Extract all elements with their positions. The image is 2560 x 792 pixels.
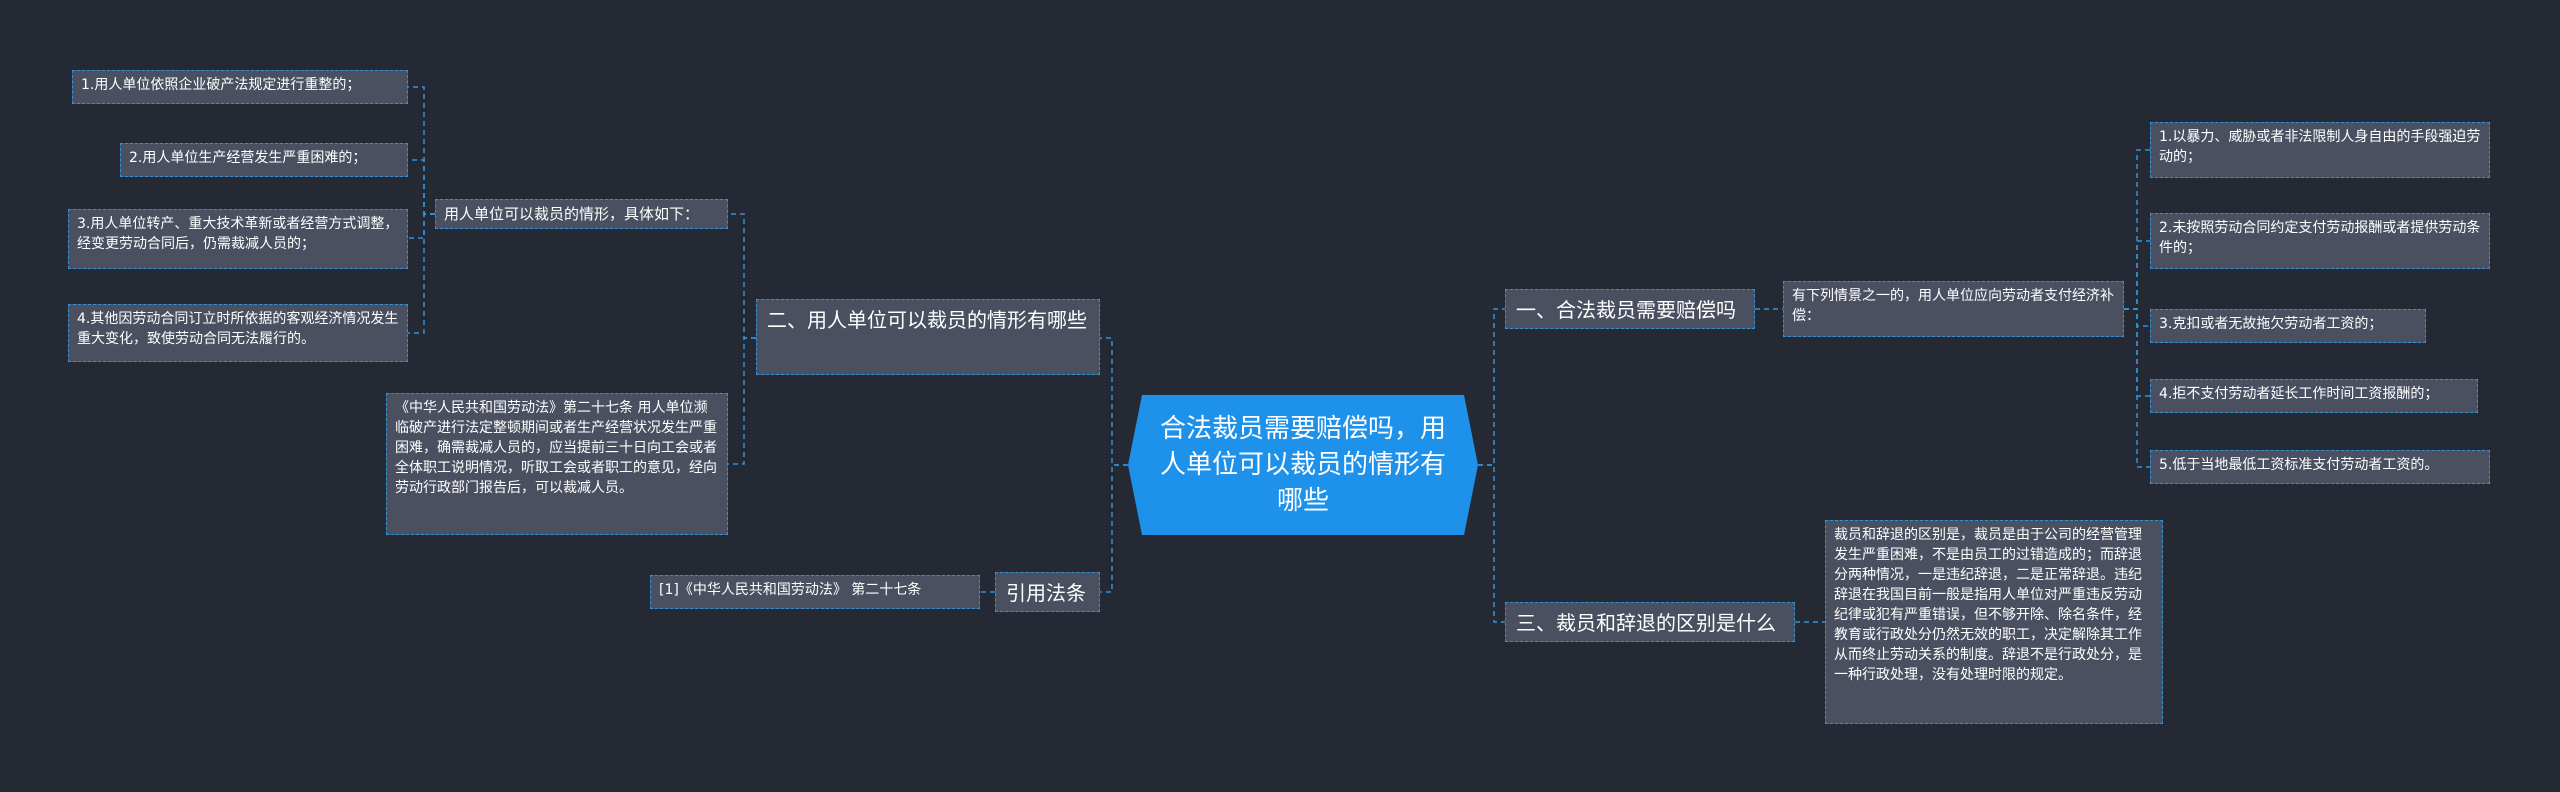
- branch-3-topic[interactable]: 三、裁员和辞退的区别是什么: [1505, 602, 1795, 642]
- branch-1-item-4[interactable]: 4.拒不支付劳动者延长工作时间工资报酬的；: [2150, 379, 2478, 413]
- root-topic-text: 合法裁员需要赔偿吗，用人单位可以裁员的情形有哪些: [1159, 414, 1446, 516]
- branch-2-law-content: 《中华人民共和国劳动法》第二十七条 用人单位濒临破产进行法定整顿期间或者生产经营…: [395, 400, 717, 496]
- branch-2-item-3[interactable]: 3.用人单位转产、重大技术革新或者经营方式调整，经变更劳动合同后，仍需裁减人员的…: [68, 209, 408, 269]
- branch-2-item-4-text: 4.其他因劳动合同订立时所依据的客观经济情况发生重大变化，致使劳动合同无法履行的…: [77, 311, 399, 347]
- branch-2-item-2[interactable]: 2.用人单位生产经营发生严重困难的；: [120, 143, 408, 177]
- link-sub-item1: [408, 86, 435, 215]
- link-sub-item2: [408, 159, 435, 215]
- branch-2-item-3-text: 3.用人单位转产、重大技术革新或者经营方式调整，经变更劳动合同后，仍需裁减人员的…: [77, 216, 399, 252]
- citation-item-1[interactable]: [1]《中华人民共和国劳动法》 第二十七条: [650, 575, 980, 609]
- branch-2-subtopic-text: 用人单位可以裁员的情形，具体如下：: [444, 205, 700, 223]
- branch-1-subtopic-text: 有下列情景之一的，用人单位应向劳动者支付经济补偿：: [1792, 288, 2114, 324]
- branch-1-item-3-text: 3.克扣或者无故拖欠劳动者工资的；: [2159, 316, 2383, 332]
- branch-1-item-2-text: 2.未按照劳动合同约定支付劳动报酬或者提供劳动条件的；: [2159, 220, 2481, 256]
- link-branch2-sub: [728, 213, 756, 339]
- citation-topic[interactable]: 引用法条: [995, 572, 1100, 612]
- link-root-branch2: [1100, 337, 1128, 466]
- branch-1-item-1[interactable]: 1.以暴力、威胁或者非法限制人身自由的手段强迫劳动的；: [2150, 122, 2490, 178]
- branch-2-item-1[interactable]: 1.用人单位依照企业破产法规定进行重整的；: [72, 70, 408, 104]
- root-topic[interactable]: 合法裁员需要赔偿吗，用人单位可以裁员的情形有哪些: [1128, 395, 1478, 535]
- link-sub-r1: [2124, 149, 2150, 310]
- link-root-branch3: [1478, 464, 1505, 623]
- branch-1-text: 一、合法裁员需要赔偿吗: [1516, 298, 1736, 322]
- link-sub-r2: [2124, 240, 2150, 310]
- branch-3-text: 三、裁员和辞退的区别是什么: [1516, 611, 1776, 635]
- branch-2-item-4[interactable]: 4.其他因劳动合同订立时所依据的客观经济情况发生重大变化，致使劳动合同无法履行的…: [68, 304, 408, 362]
- branch-1-item-2[interactable]: 2.未按照劳动合同约定支付劳动报酬或者提供劳动条件的；: [2150, 213, 2490, 269]
- branch-2-subtopic[interactable]: 用人单位可以裁员的情形，具体如下：: [435, 199, 728, 229]
- branch-1-item-5[interactable]: 5.低于当地最低工资标准支付劳动者工资的。: [2150, 450, 2490, 484]
- citation-item-1-text: [1]《中华人民共和国劳动法》 第二十七条: [659, 582, 922, 598]
- branch-2-law-text[interactable]: 《中华人民共和国劳动法》第二十七条 用人单位濒临破产进行法定整顿期间或者生产经营…: [386, 393, 728, 535]
- branch-2-item-2-text: 2.用人单位生产经营发生严重困难的；: [129, 150, 367, 166]
- branch-2-text: 二、用人单位可以裁员的情形有哪些: [767, 308, 1087, 332]
- branch-2-item-1-text: 1.用人单位依照企业破产法规定进行重整的；: [81, 77, 361, 93]
- link-sub-item4: [408, 213, 435, 334]
- branch-1-item-5-text: 5.低于当地最低工资标准支付劳动者工资的。: [2159, 457, 2439, 473]
- link-sub-item3: [408, 213, 435, 239]
- branch-3-detail-text: 裁员和辞退的区别是，裁员是由于公司的经营管理发生严重困难，不是由员工的过错造成的…: [1834, 527, 2142, 683]
- branch-1-item-3[interactable]: 3.克扣或者无故拖欠劳动者工资的；: [2150, 309, 2426, 343]
- link-root-citation: [1100, 464, 1128, 593]
- branch-1-topic[interactable]: 一、合法裁员需要赔偿吗: [1505, 289, 1755, 329]
- branch-2-topic[interactable]: 二、用人单位可以裁员的情形有哪些: [756, 299, 1100, 375]
- citation-topic-text: 引用法条: [1006, 581, 1086, 605]
- branch-1-item-4-text: 4.拒不支付劳动者延长工作时间工资报酬的；: [2159, 386, 2439, 402]
- branch-1-item-1-text: 1.以暴力、威胁或者非法限制人身自由的手段强迫劳动的；: [2159, 129, 2481, 165]
- branch-1-subtopic[interactable]: 有下列情景之一的，用人单位应向劳动者支付经济补偿：: [1783, 281, 2124, 337]
- link-sub-r5: [2124, 308, 2150, 468]
- link-branch2-law: [728, 337, 756, 465]
- link-root-branch1: [1478, 308, 1505, 466]
- branch-3-detail[interactable]: 裁员和辞退的区别是，裁员是由于公司的经营管理发生严重困难，不是由员工的过错造成的…: [1825, 520, 2163, 724]
